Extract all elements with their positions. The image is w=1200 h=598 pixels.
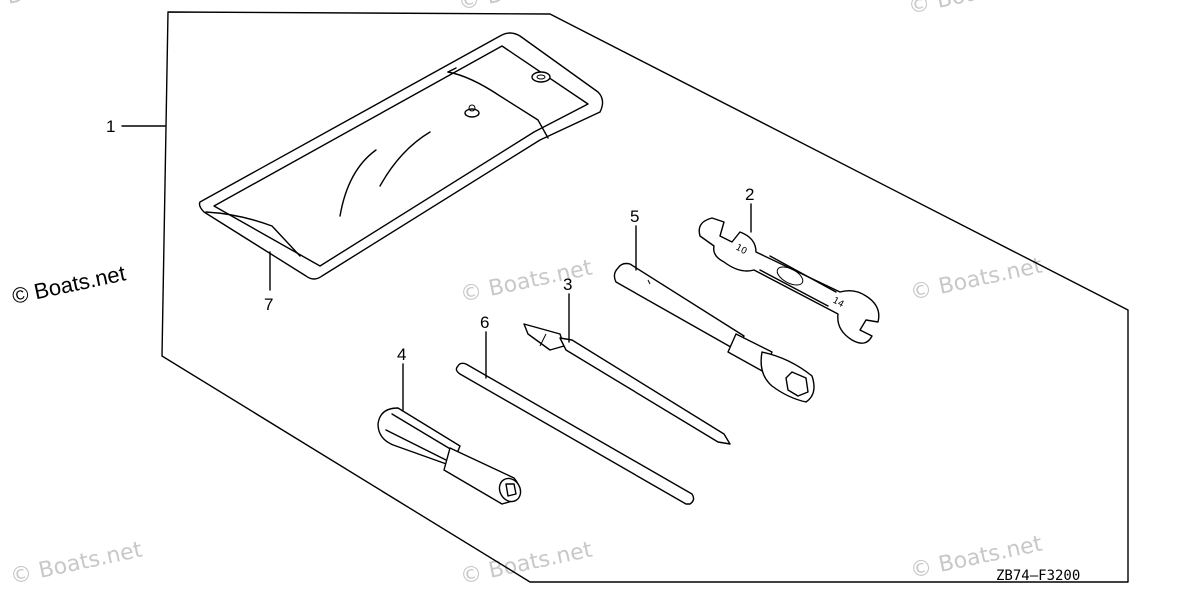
callout-1: 1 bbox=[106, 117, 115, 136]
kit-outline bbox=[161, 11, 1129, 583]
watermark-top-left: © Boats.net bbox=[0, 0, 113, 16]
callout-3: 3 bbox=[563, 275, 572, 294]
watermark-bottom-left: © Boats.net bbox=[8, 537, 145, 589]
svg-text:14: 14 bbox=[831, 296, 846, 310]
tommy-bar bbox=[455, 362, 695, 505]
screwdriver-handle bbox=[377, 407, 522, 505]
plug-wrench bbox=[613, 262, 815, 403]
copyright-label: © Boats.net bbox=[10, 260, 128, 308]
watermark-mid-right: © Boats.net bbox=[908, 253, 1045, 305]
callout-4: 4 bbox=[397, 345, 406, 364]
open-end-wrench: 10 14 bbox=[698, 217, 880, 344]
drawing-code: ZB74—F3200 bbox=[996, 568, 1080, 584]
tool-bag bbox=[198, 32, 604, 280]
watermark-mid-center: © Boats.net bbox=[458, 255, 595, 307]
callout-6: 6 bbox=[480, 313, 489, 332]
snap-stud-icon bbox=[464, 108, 480, 118]
callout-2: 2 bbox=[745, 185, 754, 204]
snap-button-icon bbox=[531, 71, 551, 83]
svg-text:10: 10 bbox=[734, 243, 749, 257]
callout-7: 7 bbox=[264, 295, 273, 314]
screwdriver-blade bbox=[523, 323, 731, 445]
callout-5: 5 bbox=[630, 207, 639, 226]
watermark-top-right: © Boats.net bbox=[906, 0, 1043, 20]
